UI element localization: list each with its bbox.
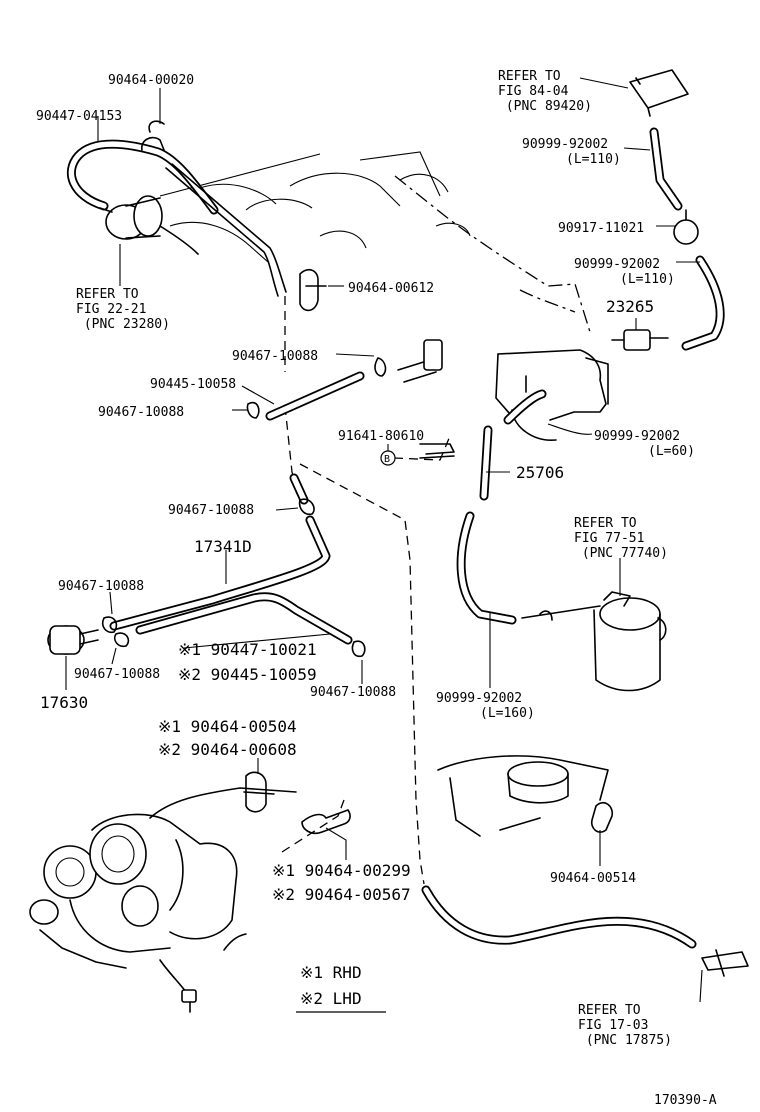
throttle-body bbox=[419, 349, 609, 501]
label-90467-10088-f: 90467-10088 bbox=[310, 685, 396, 700]
legend-rhd: ※1 RHD bbox=[300, 963, 362, 982]
label-90999-92002-a-length: (L=110) bbox=[566, 152, 621, 167]
label-refer-77-51-line3: (PNC 77740) bbox=[574, 546, 668, 561]
label-rhd-90447-10021: ※1 90447-10021 bbox=[178, 640, 317, 659]
label-25706: 25706 bbox=[516, 463, 564, 482]
label-refer-22-21-line1: REFER TO bbox=[76, 287, 139, 302]
label-90467-10088-d: 90467-10088 bbox=[58, 579, 144, 594]
label-refer-84-04-line2: FIG 84-04 bbox=[498, 84, 569, 99]
label-90467-10088-b: 90467-10088 bbox=[98, 405, 184, 420]
label-refer-22-21-line3: (PNC 23280) bbox=[76, 317, 170, 332]
callout-labels: 90464-00020 90447-04153 REFER TO FIG 22-… bbox=[36, 69, 695, 1048]
right-top-group bbox=[611, 69, 725, 351]
label-lhd-90464-00567: ※2 90464-00567 bbox=[272, 885, 411, 904]
label-90467-10088-a: 90467-10088 bbox=[232, 349, 318, 364]
label-90445-10058: 90445-10058 bbox=[150, 377, 236, 392]
label-refer-17-03-line3: (PNC 17875) bbox=[578, 1033, 672, 1048]
label-rhd-90464-00299: ※1 90464-00299 bbox=[272, 861, 411, 880]
label-lhd-90464-00608: ※2 90464-00608 bbox=[158, 740, 297, 759]
label-90999-92002-a: 90999-92002 bbox=[522, 137, 608, 152]
region-legend: ※1 RHD ※2 LHD bbox=[296, 963, 386, 1013]
label-90464-00612: 90464-00612 bbox=[348, 281, 434, 296]
label-90447-04153: 90447-04153 bbox=[36, 109, 122, 124]
b-marker-glyph: B bbox=[384, 454, 390, 465]
center-hose-group bbox=[246, 268, 443, 516]
label-refer-84-04-line3: (PNC 89420) bbox=[498, 99, 592, 114]
reservoir-group bbox=[421, 755, 749, 977]
b-marker-icon bbox=[380, 450, 396, 466]
engine-outline bbox=[159, 151, 591, 333]
legend-lhd: ※2 LHD bbox=[300, 989, 362, 1008]
label-90999-92002-d-length: (L=160) bbox=[480, 706, 535, 721]
label-90999-92002-b: 90999-92002 bbox=[574, 257, 660, 272]
label-90467-10088-e: 90467-10088 bbox=[74, 667, 160, 682]
label-rhd-90464-00504: ※1 90464-00504 bbox=[158, 717, 297, 736]
label-17341d: 17341D bbox=[194, 537, 252, 556]
label-refer-77-51-line2: FIG 77-51 bbox=[574, 531, 644, 546]
label-90999-92002-c: 90999-92002 bbox=[594, 429, 680, 444]
label-91641-80610: 91641-80610 bbox=[338, 429, 424, 444]
dashed-routing bbox=[281, 296, 451, 885]
label-refer-84-04-line1: REFER TO bbox=[498, 69, 561, 84]
filter-group bbox=[456, 511, 667, 692]
label-refer-22-21-line2: FIG 22-21 bbox=[76, 302, 146, 317]
label-lhd-90445-10059: ※2 90445-10059 bbox=[178, 665, 317, 684]
label-23265: 23265 bbox=[606, 297, 654, 316]
hose-17341d-group bbox=[47, 515, 366, 658]
figure-id: 170390-A bbox=[654, 1093, 717, 1108]
lower-clamps bbox=[243, 771, 351, 835]
leader-lines bbox=[65, 77, 703, 1003]
label-90999-92002-b-length: (L=110) bbox=[620, 272, 675, 287]
vacuum-valve-assembly bbox=[66, 120, 287, 297]
label-refer-77-51-line1: REFER TO bbox=[574, 516, 637, 531]
label-refer-17-03-line1: REFER TO bbox=[578, 1003, 641, 1018]
label-90999-92002-d: 90999-92002 bbox=[436, 691, 522, 706]
label-90464-00020: 90464-00020 bbox=[108, 73, 194, 88]
label-90917-11021: 90917-11021 bbox=[558, 221, 644, 236]
label-90467-10088-c: 90467-10088 bbox=[168, 503, 254, 518]
label-17630: 17630 bbox=[40, 693, 88, 712]
label-90999-92002-c-length: (L=60) bbox=[648, 444, 695, 459]
label-refer-17-03-line2: FIG 17-03 bbox=[578, 1018, 648, 1033]
engine-block bbox=[29, 787, 297, 1013]
label-90464-00514: 90464-00514 bbox=[550, 871, 636, 886]
